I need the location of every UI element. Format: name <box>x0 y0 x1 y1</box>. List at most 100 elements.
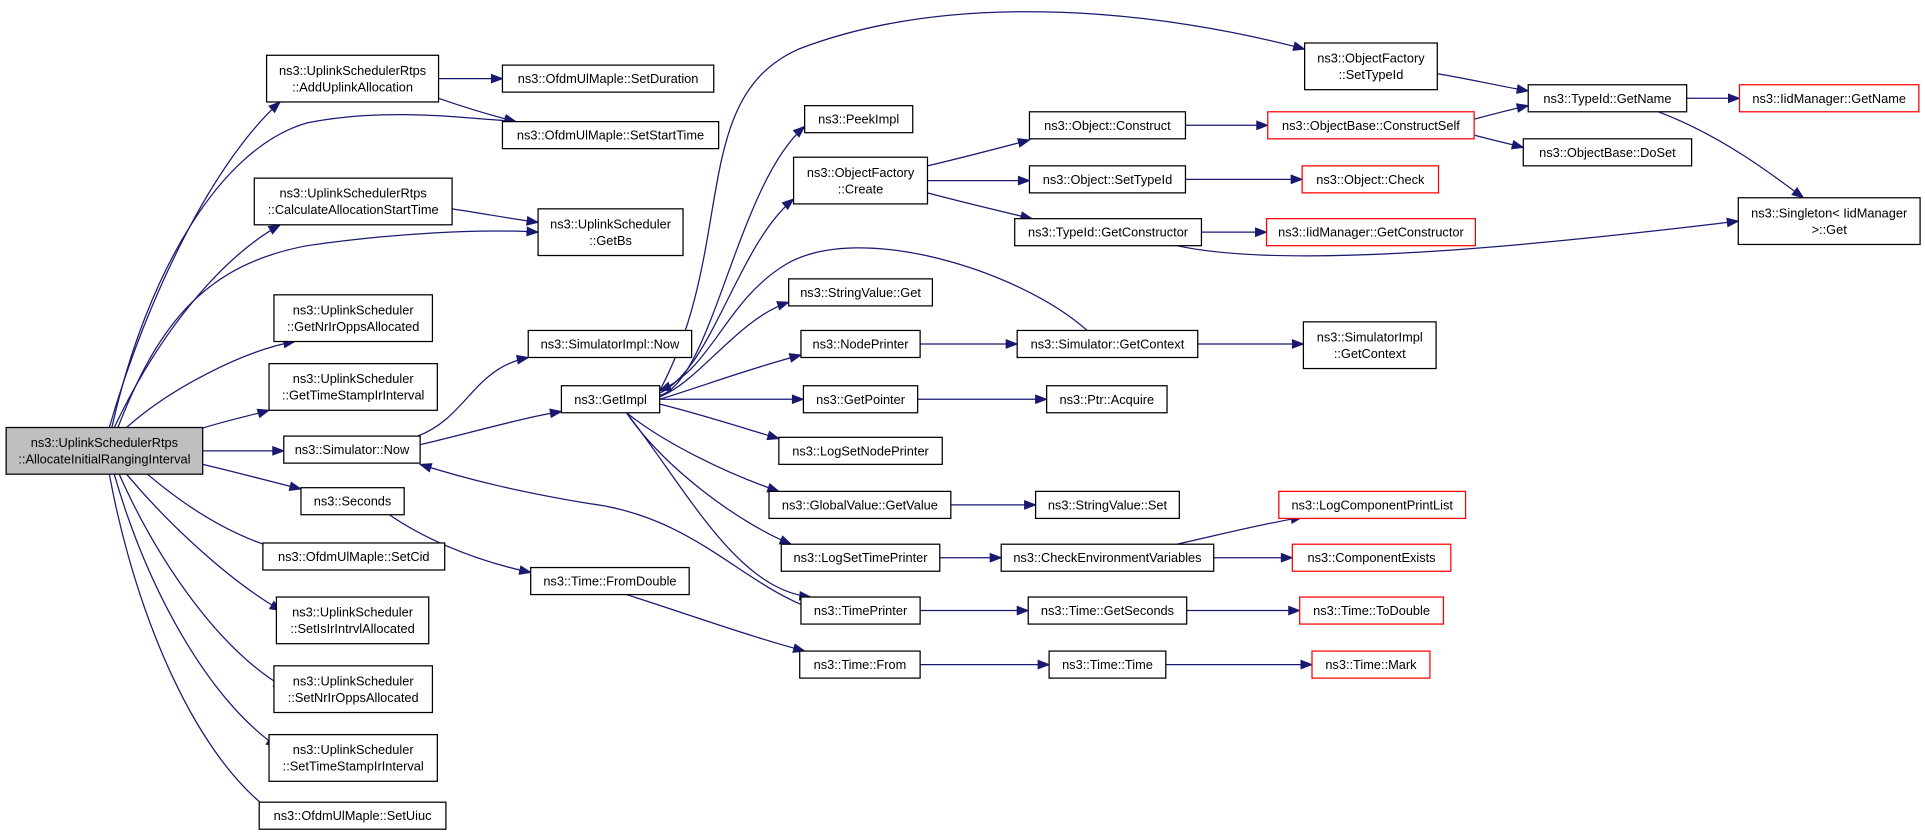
edge-root-to-set_start_time <box>111 114 516 428</box>
node-label-line: ns3::UplinkSchedulerRtps <box>31 435 178 450</box>
node-get-time-stamp-ir-interval[interactable]: ns3::UplinkScheduler::GetTimeStampIrInte… <box>268 362 438 411</box>
arrowhead-node_printer <box>788 353 803 363</box>
arrowhead-object_check <box>1290 174 1304 185</box>
node-object-factory-set-type-id[interactable]: ns3::ObjectFactory::SetTypeId <box>1304 42 1438 91</box>
edge-get_impl-to-node_printer <box>659 354 802 400</box>
node-set-is-ir-intrvl-allocated[interactable]: ns3::UplinkScheduler::SetIsIrIntrvlAlloc… <box>275 596 430 645</box>
node-log-component-print-list[interactable]: ns3::LogComponentPrintList <box>1278 490 1467 520</box>
node-box <box>1016 329 1199 359</box>
node-type-id-get-name[interactable]: ns3::TypeId::GetName <box>1527 84 1688 113</box>
node-set-uiuc[interactable]: ns3::OfdmUlMaple::SetUiuc <box>258 801 447 830</box>
call-edges <box>108 11 1805 817</box>
node-label-line: ns3::Singleton< IidManager <box>1751 205 1908 220</box>
node-object-set-type-id[interactable]: ns3::Object::SetTypeId <box>1028 165 1187 194</box>
node-set-nrir-opps-allocated[interactable]: ns3::UplinkScheduler::SetNrIrOppsAllocat… <box>273 665 434 714</box>
node-get-pointer[interactable]: ns3::GetPointer <box>802 385 919 414</box>
node-label-line: ns3::NodePrinter <box>813 336 910 351</box>
node-box <box>802 385 919 414</box>
edge-time_from_double-to-time_from <box>626 593 805 652</box>
node-root[interactable]: ns3::UplinkSchedulerRtps::AllocateInitia… <box>5 426 204 475</box>
node-seconds[interactable]: ns3::Seconds <box>300 487 405 516</box>
arrowhead-get_impl <box>658 381 673 392</box>
node-singleton-get[interactable]: ns3::Singleton< IidManager>::Get <box>1737 197 1921 246</box>
node-box <box>800 329 921 359</box>
node-string-value-get[interactable]: ns3::StringValue::Get <box>788 278 934 307</box>
node-log-set-node-printer[interactable]: ns3::LogSetNodePrinter <box>778 436 943 465</box>
node-label-line: ns3::TypeId::GetName <box>1543 91 1671 106</box>
node-get-nrir-opps-allocated[interactable]: ns3::UplinkScheduler::GetNrIrOppsAllocat… <box>273 294 434 343</box>
arrowhead-object_factory_create <box>781 198 795 211</box>
arrowhead-peek_impl <box>792 125 806 138</box>
node-label-line: ns3::Simulator::GetContext <box>1031 336 1185 351</box>
edge-seconds-to-time_from_double <box>389 514 531 574</box>
node-time-mark[interactable]: ns3::Time::Mark <box>1311 650 1431 679</box>
node-time-to-double[interactable]: ns3::Time::ToDouble <box>1299 596 1445 625</box>
node-check-environment-variables[interactable]: ns3::CheckEnvironmentVariables <box>1000 543 1215 572</box>
node-simulator-impl-now[interactable]: ns3::SimulatorImpl::Now <box>527 329 693 359</box>
node-simulator-impl-get-context[interactable]: ns3::SimulatorImpl::GetContext <box>1302 321 1437 370</box>
node-object-base-do-set[interactable]: ns3::ObjectBase::DoSet <box>1522 138 1693 167</box>
node-object-check[interactable]: ns3::Object::Check <box>1301 165 1440 194</box>
node-add-uplink-allocation[interactable]: ns3::UplinkSchedulerRtps::AddUplinkAlloc… <box>265 54 440 103</box>
node-label-line: ns3::OfdmUlMaple::SetUiuc <box>274 808 432 823</box>
node-box <box>799 650 921 679</box>
node-get-impl[interactable]: ns3::GetImpl <box>560 385 661 414</box>
node-label-line: ns3::Time::Mark <box>1325 657 1417 672</box>
node-get-bs[interactable]: ns3::UplinkScheduler::GetBs <box>537 208 684 257</box>
node-ptr-acquire[interactable]: ns3::Ptr::Acquire <box>1046 385 1168 414</box>
node-set-start-time[interactable]: ns3::OfdmUlMaple::SetStartTime <box>501 120 720 150</box>
node-node-printer[interactable]: ns3::NodePrinter <box>800 329 921 359</box>
node-component-exists[interactable]: ns3::ComponentExists <box>1291 543 1452 572</box>
edge-get_impl-to-object_factory_set_type_id <box>659 11 1305 391</box>
node-label-line: ns3::TimePrinter <box>814 603 908 618</box>
node-box <box>1522 138 1693 167</box>
node-time-from-double[interactable]: ns3::Time::FromDouble <box>530 566 690 596</box>
node-set-duration[interactable]: ns3::OfdmUlMaple::SetDuration <box>501 64 715 93</box>
edge-time_printer-to-simulator_now <box>419 463 802 605</box>
edge-root-to-set_nrir_opps_allocated <box>118 473 286 689</box>
node-log-set-time-printer[interactable]: ns3::LogSetTimePrinter <box>780 543 941 572</box>
node-box <box>5 426 204 475</box>
arrowhead-calculate_allocation_start_time <box>267 224 282 235</box>
node-iid-manager-get-name[interactable]: ns3::IidManager::GetName <box>1738 84 1920 113</box>
node-label-line: ns3::Ptr::Acquire <box>1060 392 1155 407</box>
node-label-line: ns3::StringValue::Get <box>800 285 921 300</box>
node-box <box>1302 321 1437 370</box>
node-simulator-now[interactable]: ns3::Simulator::Now <box>283 435 421 464</box>
node-time-from[interactable]: ns3::Time::From <box>799 650 921 679</box>
node-time-get-seconds[interactable]: ns3::Time::GetSeconds <box>1027 596 1188 625</box>
node-box <box>527 329 693 359</box>
edge-root-to-calculate_allocation_start_time <box>113 224 281 428</box>
arrowhead-check_environment_variables <box>989 552 1003 563</box>
node-set-time-stamp-ir-interval[interactable]: ns3::UplinkScheduler::SetTimeStampIrInte… <box>268 733 438 782</box>
arrowhead-seconds <box>288 481 303 492</box>
node-global-value-get-value[interactable]: ns3::GlobalValue::GetValue <box>768 490 952 520</box>
node-object-factory-create[interactable]: ns3::ObjectFactory::Create <box>792 156 929 205</box>
node-iid-manager-get-constructor[interactable]: ns3::IidManager::GetConstructor <box>1265 218 1477 247</box>
node-simulator-get-context[interactable]: ns3::Simulator::GetContext <box>1016 329 1199 359</box>
arrowhead-log_set_node_printer <box>766 430 781 441</box>
arrowhead-time_mark <box>1300 659 1314 670</box>
node-time-printer[interactable]: ns3::TimePrinter <box>800 596 921 625</box>
node-label-line: ns3::ObjectFactory <box>807 165 915 180</box>
node-label-line: ns3::ObjectBase::DoSet <box>1539 145 1676 160</box>
node-set-cid[interactable]: ns3::OfdmUlMaple::SetCid <box>262 542 446 571</box>
edge-get_impl-to-string_value_get <box>659 301 789 398</box>
node-label-line: ns3::ObjectBase::ConstructSelf <box>1282 118 1460 133</box>
node-calculate-allocation-start-time[interactable]: ns3::UplinkSchedulerRtps::CalculateAlloc… <box>253 177 453 226</box>
node-label-line: ns3::UplinkScheduler <box>293 302 415 317</box>
arrowhead-type_id_get_name <box>1515 103 1530 113</box>
node-box <box>1265 218 1477 247</box>
node-label-line: ns3::OfdmUlMaple::SetStartTime <box>517 128 704 143</box>
node-peek-impl[interactable]: ns3::PeekImpl <box>804 105 914 134</box>
node-string-value-set[interactable]: ns3::StringValue::Set <box>1034 490 1180 520</box>
node-label-line: >::Get <box>1812 222 1848 237</box>
node-label-line: ns3::StringValue::Set <box>1048 497 1168 512</box>
node-time-time[interactable]: ns3::Time::Time <box>1048 650 1167 679</box>
node-label-line: ns3::Object::SetTypeId <box>1043 172 1172 187</box>
node-type-id-get-constructor[interactable]: ns3::TypeId::GetConstructor <box>1014 218 1203 247</box>
node-object-construct[interactable]: ns3::Object::Construct <box>1028 111 1187 140</box>
node-box <box>1034 490 1180 520</box>
node-object-base-construct-self[interactable]: ns3::ObjectBase::ConstructSelf <box>1267 111 1475 140</box>
node-label-line: ns3::LogSetTimePrinter <box>794 550 929 565</box>
